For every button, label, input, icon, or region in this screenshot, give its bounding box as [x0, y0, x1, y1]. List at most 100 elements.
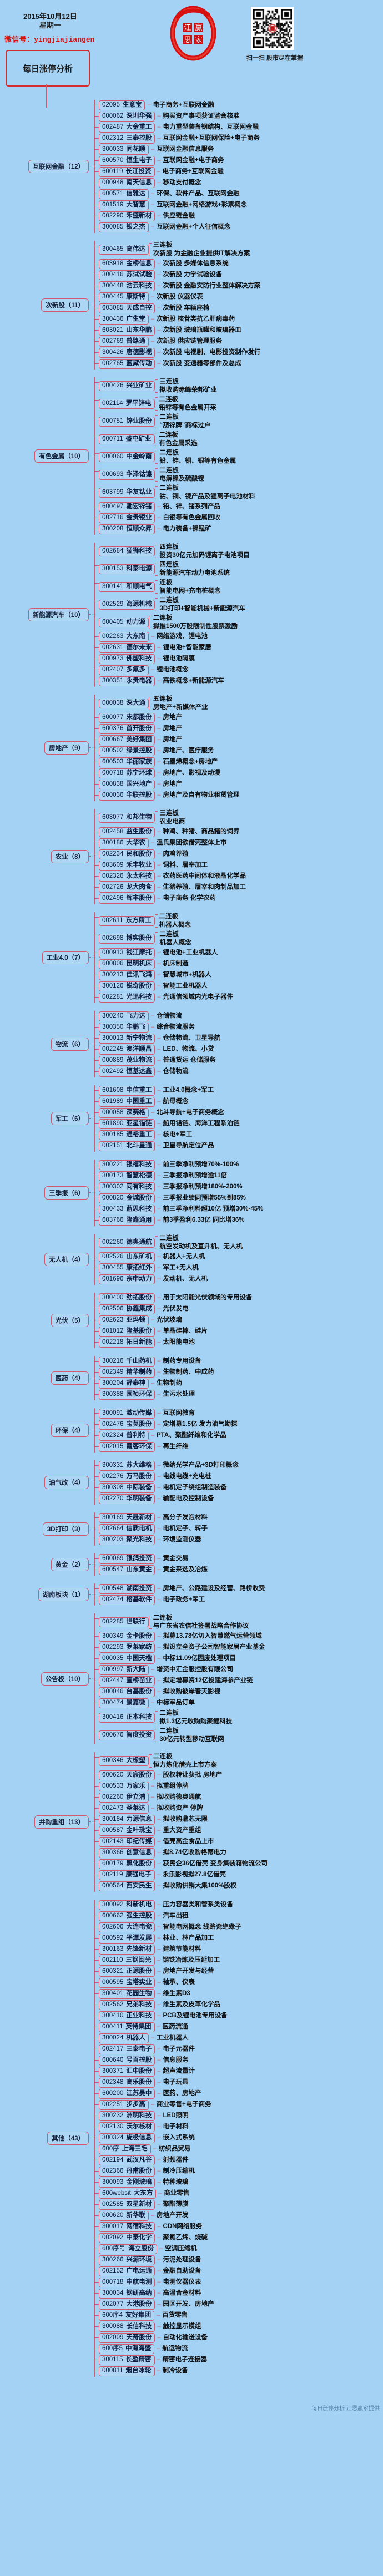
- category-label[interactable]: 无人机（4）: [44, 1253, 89, 1266]
- category-label[interactable]: 有色金属（10）: [34, 449, 89, 463]
- category-label[interactable]: 互联网金融（12）: [28, 160, 89, 173]
- category-label[interactable]: 工业4.0（7）: [42, 951, 89, 964]
- category-label[interactable]: 房地产（9）: [44, 741, 89, 755]
- stock-code-chip[interactable]: 600序号海立股份: [99, 2244, 158, 2254]
- category-label[interactable]: 公告板（10）: [41, 1672, 89, 1686]
- category-label[interactable]: 医药（4）: [51, 1371, 89, 1385]
- qr-code[interactable]: [251, 7, 294, 50]
- category-label[interactable]: 次新股（11）: [41, 298, 89, 312]
